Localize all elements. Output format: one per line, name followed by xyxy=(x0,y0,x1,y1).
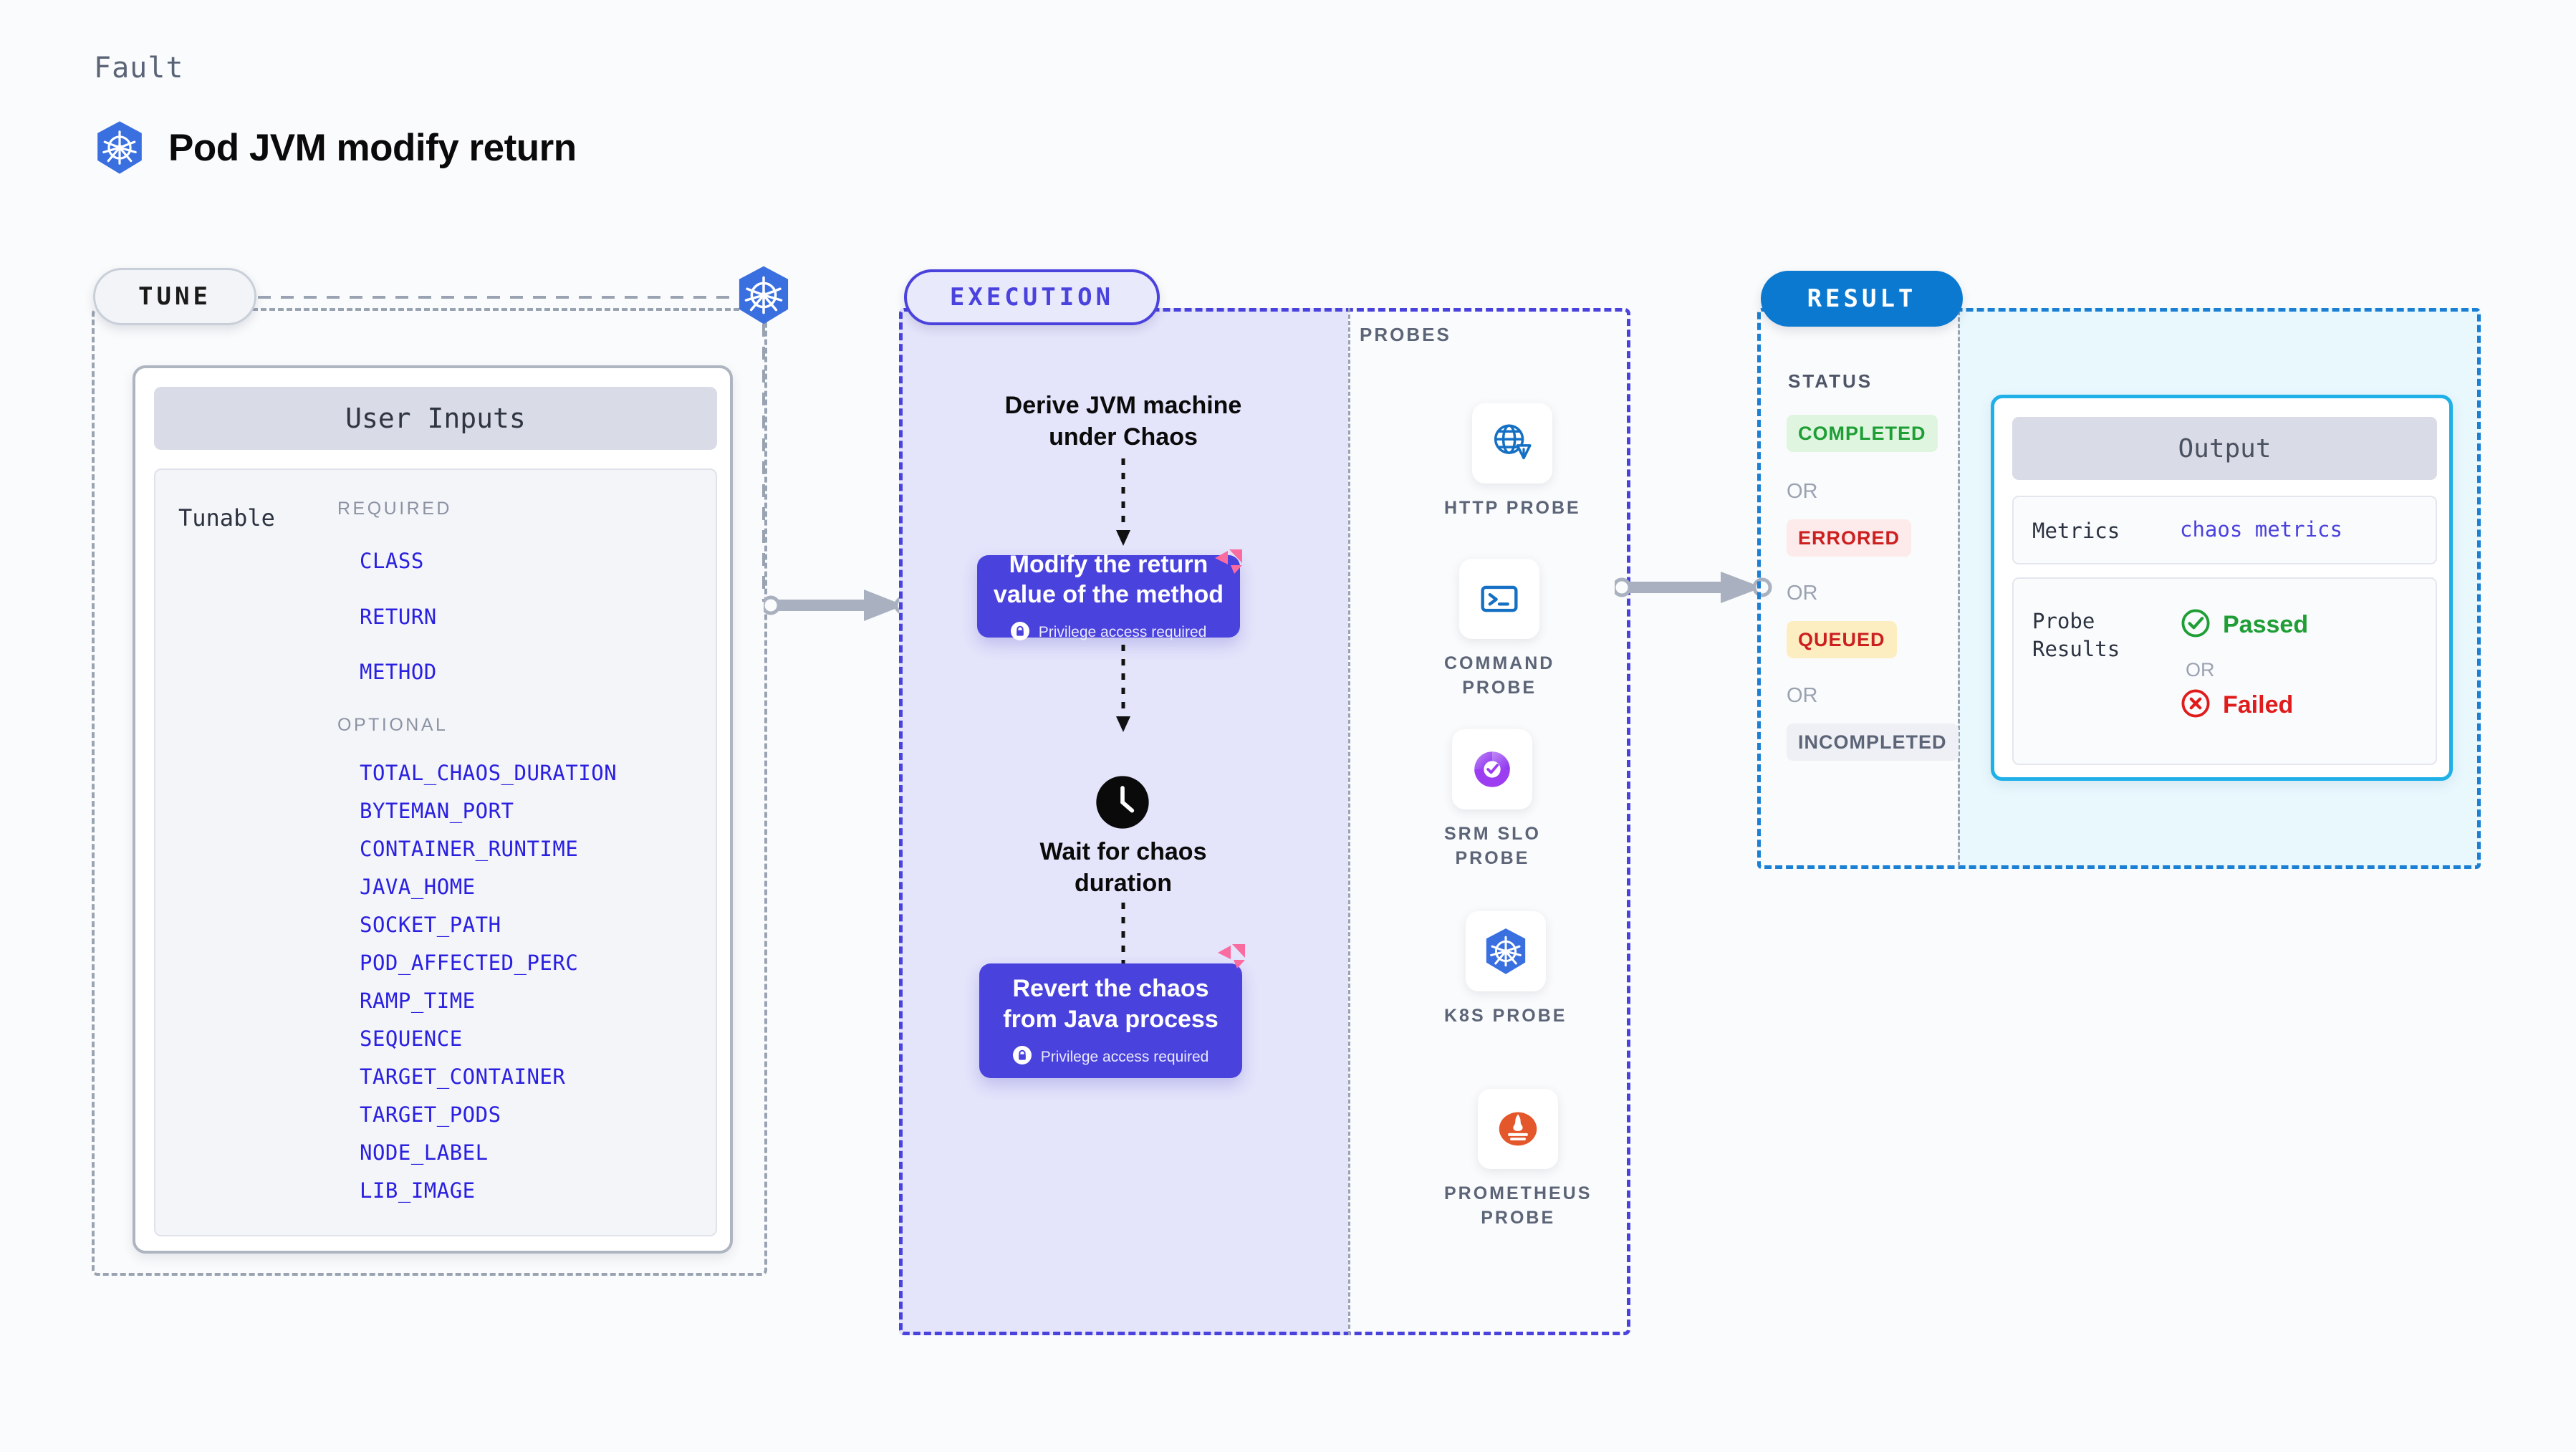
param-method[interactable]: METHOD xyxy=(360,660,437,684)
probe-result-or: OR xyxy=(2186,659,2215,681)
param-container-runtime[interactable]: CONTAINER_RUNTIME xyxy=(360,837,579,861)
result-divider xyxy=(1958,311,1960,866)
param-sequence[interactable]: SEQUENCE xyxy=(360,1027,463,1051)
result-pill-label[interactable]: RESULT xyxy=(1761,271,1963,327)
privilege-badge-revert: Privilege access required xyxy=(1012,1046,1209,1068)
execution-to-result-arrow xyxy=(1615,572,1772,603)
param-lib-image[interactable]: LIB_IMAGE xyxy=(360,1178,476,1203)
clock-icon xyxy=(1094,774,1151,835)
tunable-label: Tunable xyxy=(178,504,275,532)
user-inputs-title: User Inputs xyxy=(154,387,717,450)
pink-marker-icon-revert xyxy=(1213,941,1248,979)
status-badge-queued: QUEUED xyxy=(1787,621,1897,658)
kubernetes-icon xyxy=(1465,911,1546,991)
optional-group-label: OPTIONAL xyxy=(337,715,448,735)
status-badge-errored: ERRORED xyxy=(1787,519,1912,557)
kubernetes-icon xyxy=(94,120,145,175)
param-class[interactable]: CLASS xyxy=(360,549,424,573)
execution-step-derive-title: Derive JVM machine under Chaos xyxy=(1004,392,1242,451)
required-group-label: REQUIRED xyxy=(337,499,452,519)
terminal-icon xyxy=(1459,559,1540,639)
probe-result-failed: Failed xyxy=(2180,688,2293,723)
tunable-params-box: Tunable REQUIRED CLASS RETURN METHOD OPT… xyxy=(154,468,717,1236)
tune-pill-label[interactable]: TUNE xyxy=(93,268,256,325)
execution-step-wait-title: Wait for chaos duration xyxy=(1039,838,1207,897)
param-byteman-port[interactable]: BYTEMAN_PORT xyxy=(360,799,514,823)
probe-result-failed-label: Failed xyxy=(2223,691,2294,718)
output-metrics-value[interactable]: chaos metrics xyxy=(2180,517,2342,542)
probe-command-label: COMMAND PROBE xyxy=(1444,653,1555,698)
probe-k8s-label: K8S PROBE xyxy=(1444,1006,1567,1026)
param-return[interactable]: RETURN xyxy=(360,605,437,629)
status-or-3: OR xyxy=(1787,684,1818,707)
execution-section xyxy=(899,308,1630,1335)
kubernetes-badge-icon xyxy=(735,265,792,329)
execution-step-revert-text: Revert the chaos from Java process xyxy=(1003,975,1219,1033)
tune-to-k8s-dashed-line xyxy=(258,296,752,299)
page-eyebrow: Fault xyxy=(94,52,184,85)
output-probe-key: Probe Results xyxy=(2032,609,2120,662)
page-title: Pod JVM modify return xyxy=(168,126,577,169)
param-java-home[interactable]: JAVA_HOME xyxy=(360,875,476,899)
execution-step-revert-box[interactable]: Revert the chaos from Java process Privi… xyxy=(979,963,1242,1078)
probe-command[interactable]: COMMAND PROBE xyxy=(1444,559,1554,701)
output-metrics-row: Metrics chaos metrics xyxy=(2012,496,2437,564)
output-title: Output xyxy=(2012,417,2437,480)
check-circle-icon xyxy=(2180,607,2211,643)
status-badge-incompleted: INCOMPLETED xyxy=(1787,723,1959,761)
output-metrics-key: Metrics xyxy=(2032,519,2120,543)
probe-prometheus[interactable]: PROMETHEUS PROBE xyxy=(1444,1089,1592,1231)
privilege-badge-revert-text: Privilege access required xyxy=(1040,1048,1209,1065)
param-socket-path[interactable]: SOCKET_PATH xyxy=(360,913,501,937)
execution-pill-label[interactable]: EXECUTION xyxy=(904,269,1160,325)
output-probe-results-row: Probe Results Passed OR xyxy=(2012,577,2437,765)
param-pod-affected-perc[interactable]: POD_AFFECTED_PERC xyxy=(360,951,579,975)
param-node-label[interactable]: NODE_LABEL xyxy=(360,1140,489,1165)
lock-icon xyxy=(1010,621,1029,644)
page-title-row: Pod JVM modify return xyxy=(94,120,577,175)
probe-result-passed-label: Passed xyxy=(2223,611,2309,638)
execution-step-modify-text: Modify the return value of the method xyxy=(993,550,1224,609)
pink-marker-icon-modify xyxy=(1211,546,1245,584)
globe-warning-icon xyxy=(1472,403,1553,484)
prometheus-icon xyxy=(1478,1089,1559,1169)
user-inputs-panel: User Inputs Tunable REQUIRED CLASS RETUR… xyxy=(133,365,733,1254)
probe-http-label: HTTP PROBE xyxy=(1444,498,1581,518)
lock-icon xyxy=(1012,1046,1032,1068)
privilege-badge-modify-text: Privilege access required xyxy=(1038,624,1207,640)
probe-k8s[interactable]: K8S PROBE xyxy=(1444,911,1567,1029)
probe-http[interactable]: HTTP PROBE xyxy=(1444,403,1581,521)
output-card: Output Metrics chaos metrics Probe Resul… xyxy=(1991,395,2453,781)
tune-to-execution-arrow xyxy=(764,590,914,621)
status-or-2: OR xyxy=(1787,582,1818,605)
probe-srm-slo-label: SRM SLO PROBE xyxy=(1444,824,1541,868)
arrow-derive-to-modify xyxy=(1116,458,1130,546)
result-section xyxy=(1757,308,2481,869)
probe-prometheus-label: PROMETHEUS PROBE xyxy=(1444,1183,1592,1228)
param-ramp-time[interactable]: RAMP_TIME xyxy=(360,989,476,1013)
srm-slo-icon xyxy=(1452,729,1533,809)
x-circle-icon xyxy=(2180,688,2211,723)
param-total-chaos-duration[interactable]: TOTAL_CHAOS_DURATION xyxy=(360,761,617,785)
tune-section xyxy=(92,308,767,1276)
execution-step-modify-box[interactable]: Modify the return value of the method Pr… xyxy=(977,551,1240,640)
k8s-vertical-dashed-line xyxy=(762,324,765,602)
status-or-1: OR xyxy=(1787,480,1818,503)
probes-section xyxy=(1348,308,1630,1335)
status-label: STATUS xyxy=(1788,370,1873,392)
probe-result-passed: Passed xyxy=(2180,607,2308,643)
param-target-container[interactable]: TARGET_CONTAINER xyxy=(360,1064,566,1089)
probes-label: PROBES xyxy=(1360,324,1451,345)
status-badge-completed: COMPLETED xyxy=(1787,415,1938,452)
arrow-modify-to-wait xyxy=(1116,645,1130,732)
param-target-pods[interactable]: TARGET_PODS xyxy=(360,1102,501,1127)
probe-srm-slo[interactable]: SRM SLO PROBE xyxy=(1444,729,1541,871)
privilege-badge-modify: Privilege access required xyxy=(1010,621,1207,644)
